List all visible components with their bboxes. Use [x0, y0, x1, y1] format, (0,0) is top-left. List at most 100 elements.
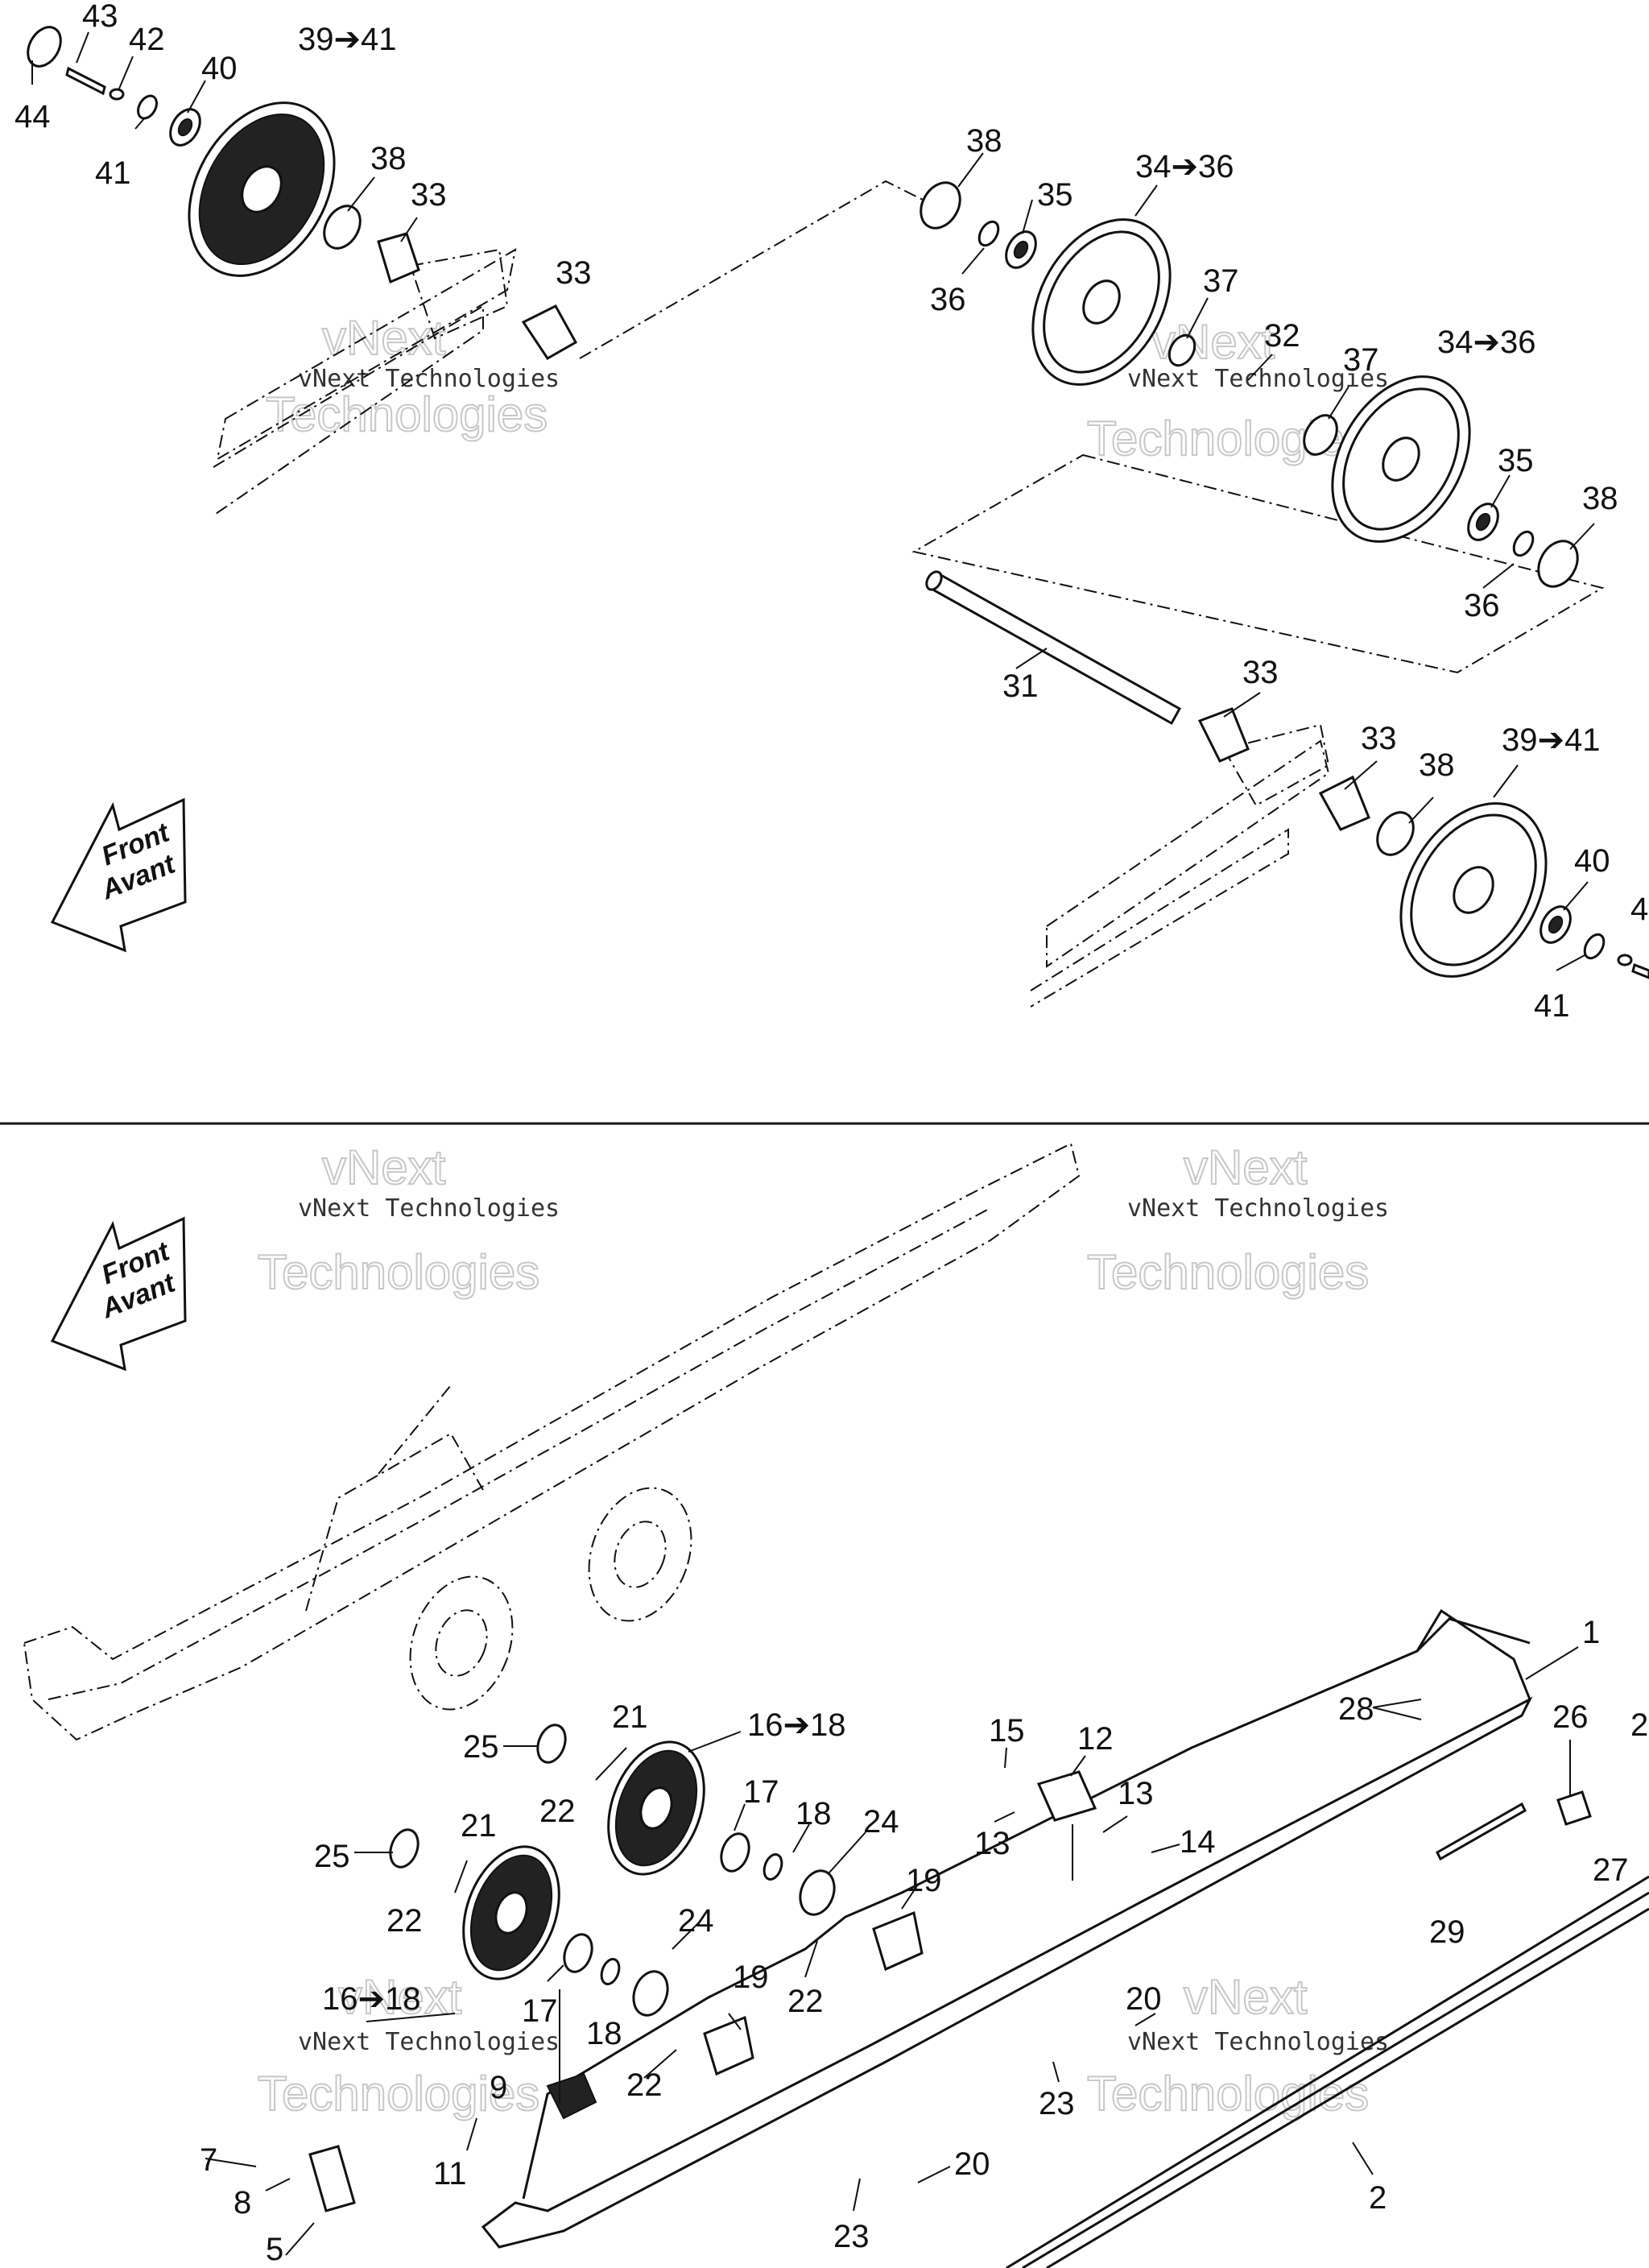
callout-label: 39➔41 — [298, 22, 397, 57]
wheel-spacer — [377, 232, 420, 284]
svg-text:Technologies: Technologies — [1087, 2067, 1369, 2121]
idler-wheel — [607, 1740, 705, 1876]
svg-text:Technologies: Technologies — [258, 2067, 539, 2121]
callout-label: 18 — [586, 2016, 622, 2051]
rail-ghost-top-right — [1030, 723, 1330, 1008]
callout-label: 2 — [1369, 2180, 1387, 2216]
callout-label: 44 — [14, 99, 51, 135]
bearing — [563, 1933, 593, 1973]
callout-label: 16➔18 — [747, 1707, 846, 1743]
axle — [925, 570, 1182, 726]
callout-label: 25 — [463, 1729, 499, 1765]
watermark: vNext vNext Technologies Technologies — [257, 1140, 560, 1300]
callout-label: 43 — [82, 0, 118, 34]
circlip — [1512, 530, 1535, 557]
callout-label: 8 — [234, 2185, 251, 2220]
callout-label: 27 — [1593, 1852, 1629, 1888]
callout-label: 35 — [1037, 177, 1073, 213]
suspension-ghost — [23, 1142, 1081, 1741]
callout-label: 33 — [1242, 655, 1279, 690]
slide-rail — [481, 1608, 1533, 2249]
callout-label: 25 — [314, 1839, 350, 1874]
callout-label: 39➔41 — [1502, 722, 1601, 758]
callout-label: 35 — [1498, 443, 1534, 478]
callout-label: 24 — [678, 1903, 714, 1939]
svg-text:vNext Technologies: vNext Technologies — [298, 1194, 560, 1223]
callout-label: 38 — [966, 123, 1002, 159]
callout-label: 16➔18 — [322, 1981, 421, 2017]
callout-label: 24 — [863, 1804, 899, 1840]
bearing — [1539, 905, 1572, 944]
axle-alignment-box — [911, 453, 1605, 674]
callout-label: 34➔36 — [1135, 149, 1234, 184]
bolt — [65, 66, 106, 96]
callout-leaders-bottom — [205, 1646, 1579, 2256]
spacer — [1376, 811, 1415, 856]
callout-label: 33 — [411, 177, 447, 213]
callout-label: 38 — [370, 141, 407, 176]
callout-label: 22 — [539, 1794, 576, 1829]
callout-label: 21 — [461, 1808, 497, 1844]
wheel-spacer — [1197, 707, 1250, 763]
callout-label: 17 — [522, 1993, 558, 2029]
callout-label: 40 — [201, 51, 238, 86]
svg-text:Technologies: Technologies — [1087, 1245, 1369, 1299]
callout-label: 21 — [612, 1699, 648, 1735]
watermark: vNext vNext Technologies Technologies — [1086, 1140, 1389, 1300]
rail-ghost-top-left — [213, 248, 517, 516]
svg-text:vNext: vNext — [1184, 1970, 1308, 2024]
spacer — [799, 1869, 836, 1916]
spacer — [323, 205, 362, 250]
washer — [1617, 954, 1633, 966]
callout-label: 11 — [433, 2156, 467, 2191]
callout-label: 33 — [556, 255, 592, 291]
idler-wheel — [462, 1845, 560, 1980]
idler-wheel — [1031, 218, 1172, 386]
callout-label: 22 — [787, 1984, 824, 2019]
circlip — [977, 220, 1000, 247]
watermark: vNext vNext Technologies Technologies — [257, 1969, 560, 2121]
spacer — [1303, 414, 1338, 456]
idler-wheel — [1331, 375, 1471, 543]
spacer — [1537, 540, 1579, 588]
bearing — [720, 1832, 750, 1873]
callout-label: 42 — [129, 22, 165, 57]
callout-label: 20 — [954, 2146, 990, 2182]
callout-label: 1 — [1582, 1615, 1600, 1650]
svg-text:vNext Technologies: vNext Technologies — [1127, 2028, 1389, 2056]
svg-text:vNext Technologies: vNext Technologies — [1127, 1194, 1389, 1223]
callout-label: 14 — [1180, 1824, 1216, 1860]
axle-support — [872, 1910, 924, 1972]
circlip — [600, 1958, 621, 1985]
callout-label: 5 — [266, 2232, 283, 2267]
callout-label: 37 — [1343, 342, 1379, 378]
callout-label: 17 — [743, 1774, 779, 1810]
callout-label: 20 — [1126, 1981, 1162, 2017]
wheel-spacer — [521, 304, 578, 360]
svg-text:vNext: vNext — [322, 1140, 446, 1194]
callout-label: 38 — [1582, 481, 1618, 516]
callout-label: 37 — [1203, 263, 1239, 299]
callout-label: 38 — [1419, 747, 1455, 783]
svg-text:vNext Technologies: vNext Technologies — [298, 2028, 560, 2056]
callout-label: 13 — [1118, 1776, 1154, 1811]
front-direction-arrow: Front Avant — [50, 797, 187, 953]
callout-label: 13 — [974, 1826, 1010, 1861]
cap — [536, 1724, 567, 1764]
callout-label: 19 — [733, 1960, 769, 1995]
spacer — [1168, 333, 1196, 367]
circlip — [1583, 933, 1606, 960]
sensor — [1036, 1770, 1097, 1822]
cap — [27, 26, 62, 68]
callout-label: 29 — [1429, 1914, 1465, 1950]
svg-text:vNext: vNext — [338, 1970, 462, 2024]
idler-wheel — [1399, 802, 1548, 978]
callout-label: 41 — [95, 155, 131, 191]
callout-label: 15 — [989, 1713, 1025, 1749]
callout-label: 23 — [833, 2219, 870, 2254]
callout-label: 36 — [1464, 588, 1500, 623]
wear-strip — [1006, 1875, 1649, 2268]
spacer — [920, 181, 961, 230]
bumper — [546, 2072, 597, 2120]
